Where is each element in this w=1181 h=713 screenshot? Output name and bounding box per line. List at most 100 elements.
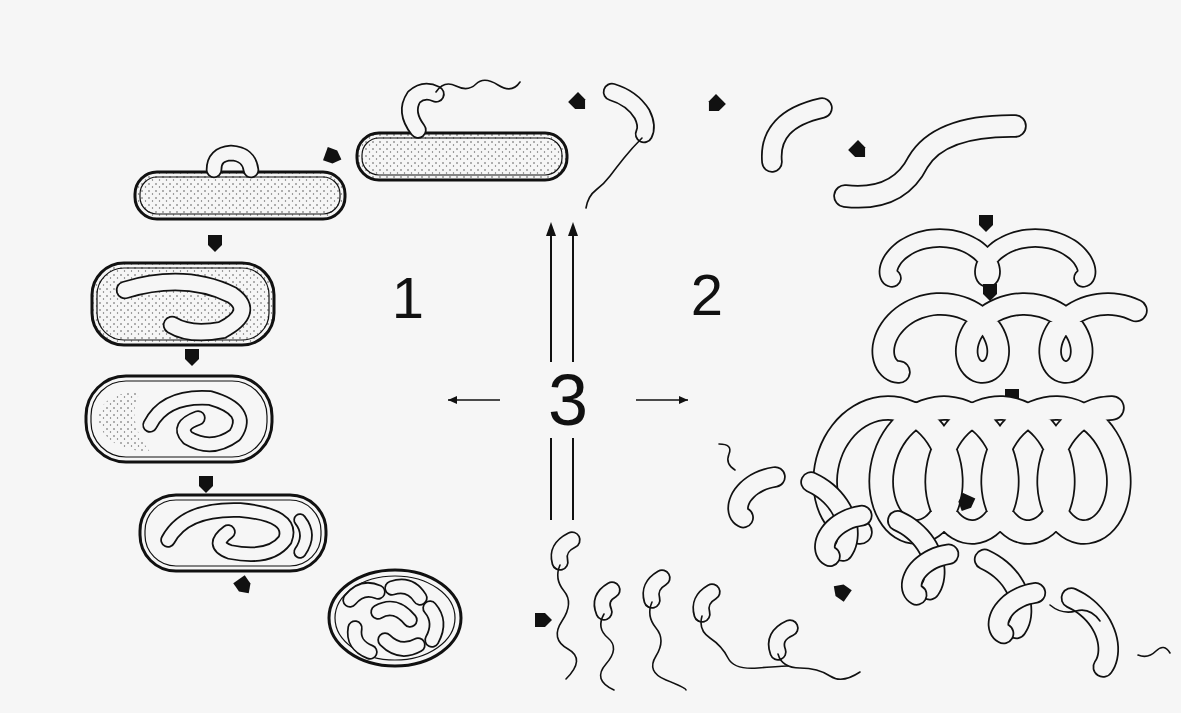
bacterium-body: [651, 578, 662, 600]
arrowhead: [955, 493, 975, 514]
flagellum: [1050, 605, 1100, 621]
bacterium-outline: [845, 126, 1015, 197]
arrowhead: [535, 613, 552, 627]
bacterium: [845, 126, 1015, 197]
bacterium-outline: [888, 238, 1086, 278]
arrowhead: [448, 396, 457, 404]
bacterium-body: [777, 628, 791, 652]
bacterium: [772, 108, 822, 162]
host-cell: [92, 263, 274, 345]
arrowhead: [546, 222, 556, 236]
bacterium: [150, 398, 240, 445]
bacterium-body: [883, 304, 1136, 372]
bacterium-body: [612, 92, 646, 134]
host-cell: [357, 133, 567, 180]
flagellum: [650, 602, 686, 690]
flagellum: [557, 565, 576, 679]
bacterium-body: [559, 540, 572, 562]
bacterium-outline: [410, 92, 436, 130]
bacterium: [168, 510, 287, 554]
bacterium-body: [150, 398, 240, 445]
arrowhead: [848, 140, 870, 162]
bacterium-body: [602, 590, 612, 612]
stage-number: 2: [685, 264, 729, 326]
flagellum: [1138, 647, 1170, 656]
bacterium-body: [378, 608, 410, 620]
progeny-cell: [385, 640, 418, 649]
bacterium-outline: [355, 628, 370, 652]
bacterium: [701, 592, 712, 614]
bacterium: [602, 590, 612, 612]
cell-wall: [140, 495, 326, 571]
bacterium: [125, 282, 242, 332]
bacterium-outline: [883, 304, 1136, 372]
bacterium-outline: [214, 153, 251, 170]
bacterium: [777, 628, 791, 652]
arrowhead: [830, 581, 852, 602]
bacterium-body: [912, 554, 949, 595]
bacterium-outline: [300, 520, 306, 552]
arrowhead: [323, 147, 344, 166]
stage-number: 3: [542, 362, 594, 438]
arrowhead: [185, 349, 199, 366]
cell-membrane: [145, 500, 321, 566]
arrowhead: [704, 94, 726, 116]
host-cytoplasm: [98, 392, 150, 452]
dividing-filament: [998, 593, 1035, 634]
dividing-filament: [912, 554, 949, 595]
bacterium-body: [300, 520, 306, 552]
bacterium-body: [888, 238, 1086, 278]
flagellum: [586, 138, 642, 208]
flagellum: [601, 614, 614, 690]
bacterium-outline: [701, 592, 712, 614]
bacterium-body: [998, 593, 1035, 634]
bacterium-outline: [378, 608, 410, 620]
arrowhead: [199, 476, 213, 493]
dividing-filament: [825, 516, 862, 557]
bacterium-body: [355, 628, 370, 652]
arrowhead: [208, 235, 222, 252]
stage-number: 1: [386, 267, 430, 329]
bacterium-body: [392, 586, 420, 598]
bacterium-outline: [612, 92, 646, 134]
bacterium-outline: [350, 590, 378, 600]
bacterium-outline: [1071, 598, 1108, 667]
cell-wall: [135, 172, 345, 219]
bacterium: [559, 540, 572, 562]
progeny-cell: [430, 608, 437, 640]
bacterium-outline: [150, 398, 240, 445]
bacterium-body: [772, 108, 822, 162]
dividing-filament: [1071, 598, 1108, 667]
bacterium-body: [385, 640, 418, 649]
bacterium-outline: [772, 108, 822, 162]
host-cell: [86, 376, 272, 462]
bacterium-body: [701, 592, 712, 614]
bacterium: [300, 520, 306, 552]
cell-wall: [357, 133, 567, 180]
bacterium-outline: [392, 586, 420, 598]
bacterium-body: [825, 516, 862, 557]
bacterium: [410, 92, 436, 130]
bacterium-outline: [651, 578, 662, 600]
bacterium-body: [845, 126, 1015, 197]
progeny-cell: [392, 586, 420, 598]
bacterium: [612, 92, 646, 134]
progeny-cell: [378, 608, 410, 620]
flagellum: [719, 444, 735, 470]
bacterium-body: [125, 282, 242, 332]
arrowhead: [568, 92, 590, 114]
cell-membrane: [97, 268, 269, 340]
bacterium: [214, 153, 251, 170]
progeny-cell: [355, 628, 370, 652]
flagellum: [436, 80, 520, 92]
bacterium-outline: [125, 282, 242, 332]
cell-membrane: [91, 381, 267, 457]
bdelloplast: [329, 570, 461, 666]
bacterium-outline: [912, 554, 949, 595]
cell-membrane: [362, 138, 562, 175]
cell-membrane: [140, 177, 340, 214]
cell-wall: [329, 570, 461, 666]
arrowhead: [679, 396, 688, 404]
host-cell: [140, 495, 326, 571]
